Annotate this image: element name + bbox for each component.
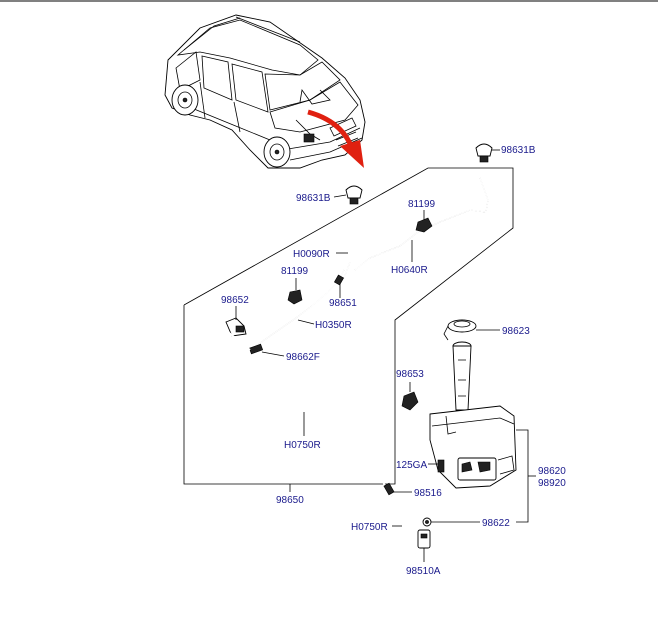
nozzle-top-part	[475, 143, 500, 163]
label-nozzle-top: 98631B	[501, 145, 536, 156]
label-grommet-98622: 98622	[482, 518, 510, 529]
label-hose-assy-98650: 98650	[276, 495, 304, 506]
label-bolt-125ga: 125GA	[396, 460, 427, 471]
clip-lower-part	[287, 289, 303, 305]
label-clip-lower: 81199	[281, 266, 309, 277]
label-reservoir-98920: 98920	[538, 478, 566, 489]
label-cap-98623: 98623	[502, 326, 530, 337]
bolt-125ga-part	[437, 459, 445, 473]
clip-upper-part	[415, 217, 433, 233]
label-bracket-98653: 98653	[396, 369, 424, 380]
label-connector-98516: 98516	[414, 488, 442, 499]
assembly-frame	[183, 167, 514, 485]
grommet-98622-part	[422, 517, 432, 527]
hose-main-part	[202, 324, 391, 495]
pump-98510a-part	[417, 529, 431, 549]
label-hose-h0750r-main: H0750R	[284, 440, 321, 451]
fitting-98662f-part	[248, 343, 264, 355]
label-nozzle-98652: 98652	[221, 295, 249, 306]
vehicle-illustration	[164, 14, 366, 169]
connector-98516-part	[383, 482, 395, 496]
label-hose-h0350r: H0350R	[315, 320, 352, 331]
label-pump-98510a: 98510A	[406, 566, 441, 577]
hose-upper	[354, 177, 489, 271]
label-fitting-98662f: 98662F	[286, 352, 320, 363]
connector-98651-part	[255, 269, 345, 347]
label-hose-h0640r: H0640R	[391, 265, 428, 276]
label-connector-98651: 98651	[329, 298, 357, 309]
label-clip-upper: 81199	[408, 199, 436, 210]
cap-98623-part	[443, 319, 477, 341]
hose-lower-part	[391, 495, 421, 558]
label-hose-h0750r-lower: H0750R	[351, 522, 388, 533]
label-reservoir-98620: 98620	[538, 466, 566, 477]
location-arrow	[307, 109, 364, 168]
label-nozzle-left: 98631B	[296, 193, 331, 204]
bracket-98653-part	[401, 391, 419, 411]
label-hose-h0090r: H0090R	[293, 249, 330, 260]
nozzle-left-part	[333, 185, 363, 205]
hose-h0090r-part	[343, 234, 351, 279]
filler-neck-part	[452, 341, 472, 411]
reservoir-tank-part	[429, 405, 517, 489]
